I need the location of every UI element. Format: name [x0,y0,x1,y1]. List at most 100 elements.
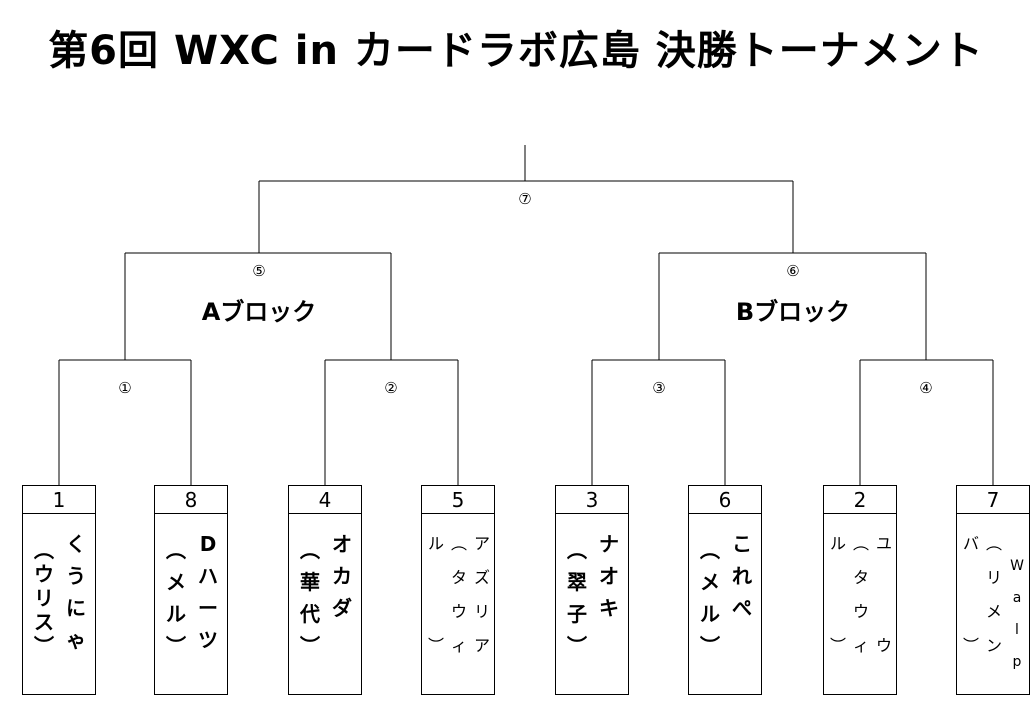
name-char: ア [473,636,490,655]
name-char: オ [599,564,619,588]
name-column: アズリア [470,514,494,694]
name-char: ウ [34,562,54,586]
name-column: ︵華代︶ [293,514,327,694]
seed-number: 1 [22,485,96,514]
name-char: メ [700,570,720,594]
name-column: ル︶ [826,514,850,694]
name-char: タ [852,568,869,587]
name-char: ︶ [427,636,444,655]
name-char: ル [166,602,186,626]
name-char: l [1015,622,1019,638]
name-char: メ [166,570,186,594]
name-column: ナオキ [592,514,626,694]
name-char: 翠 [567,570,587,594]
seed-number: 3 [555,485,629,514]
name-column: ︵ リメン [982,514,1006,694]
seed-number: 7 [956,485,1030,514]
name-char: ズ [473,568,490,587]
name-column: ︵ メル ︶ [159,514,193,694]
name-char: バ [962,534,979,553]
name-column: ︵ウリス︶ [27,514,61,694]
name-char: タ [450,568,467,587]
name-char: ー [198,596,218,620]
seed-number: 8 [154,485,228,514]
name-char: ウ [852,602,869,621]
name-char: ︵ [985,534,1002,553]
name-char: ア [473,534,490,553]
name-column: バ︶ [959,514,983,694]
name-char: ︶ [166,634,186,658]
name-char: ル [700,602,720,626]
name-char: ︵ [450,534,467,553]
name-char: ィ [852,636,869,655]
name-char: う [66,564,86,588]
name-char: ︵ [700,538,720,562]
name-column: ︵ タウィ [849,514,873,694]
name-char: リ [985,568,1002,587]
player-name-box: ︵メル︶これぺ [688,513,762,695]
name-char: ︵ [567,538,587,562]
player-name-box: ル︶︵ タウィユウ [823,513,897,695]
name-char: こ [732,532,752,556]
name-char: オ [332,532,352,556]
name-char: ︶ [962,636,979,655]
block-b-match-number: ⑥ [786,262,800,280]
player-name-box: ︵翠子︶ナオキ [555,513,629,695]
seed-number: 5 [421,485,495,514]
name-char: ハ [198,564,218,588]
name-char: ツ [198,628,218,652]
quarter-match-number: ④ [919,379,933,397]
block-a-label: Aブロック [201,298,317,326]
name-char: ス [34,610,54,634]
quarter-match-number: ③ [652,379,666,397]
name-char: ︶ [829,636,846,655]
name-column: ︵タウィ [447,514,471,694]
name-char: 華 [300,570,320,594]
quarter-match-number: ① [118,379,132,397]
quarter-match-number: ② [384,379,398,397]
name-char: れ [732,564,752,588]
player-name-box: ︵華代︶オカダ [288,513,362,695]
name-char: 代 [300,602,320,626]
name-char: ル [427,534,444,553]
name-char: ユ [875,534,892,553]
page-title: 第6回 WXC in カードラボ広島 決勝トーナメント [48,28,984,74]
name-column: くうにゃ [59,514,93,694]
name-char: ぺ [732,596,752,620]
name-char: リ [473,602,490,621]
name-char: く [66,532,86,556]
name-column: ︵メル︶ [693,514,727,694]
name-char: ︵ [34,538,54,562]
name-char: a [1012,590,1022,606]
name-char: W [1010,558,1024,574]
block-a-match-number: ⑤ [252,262,266,280]
name-column: ル︶ [424,514,448,694]
name-column: オカダ [325,514,359,694]
name-char: ゃ [66,628,86,652]
seed-number: 2 [823,485,897,514]
name-char: ︶ [34,634,54,658]
name-char: カ [332,564,352,588]
player-name-box: ル︶︵タウィアズリア [421,513,495,695]
name-char: メ [985,602,1002,621]
name-char: ダ [332,596,352,620]
name-char: に [66,596,86,620]
name-column: ︵翠子︶ [560,514,594,694]
name-char: ウ [450,602,467,621]
name-char: ︵ [852,534,869,553]
name-char: ︶ [567,634,587,658]
name-char: キ [599,596,619,620]
name-char: D [199,532,217,556]
name-column: これぺ [725,514,759,694]
name-char: ︶ [300,634,320,658]
name-char: ン [985,636,1002,655]
seed-number: 4 [288,485,362,514]
name-char: ︵ [166,538,186,562]
player-name-box: ︵ウリス︶くうにゃ [22,513,96,695]
seed-number: 6 [688,485,762,514]
block-b-label: Bブロック [735,298,851,326]
